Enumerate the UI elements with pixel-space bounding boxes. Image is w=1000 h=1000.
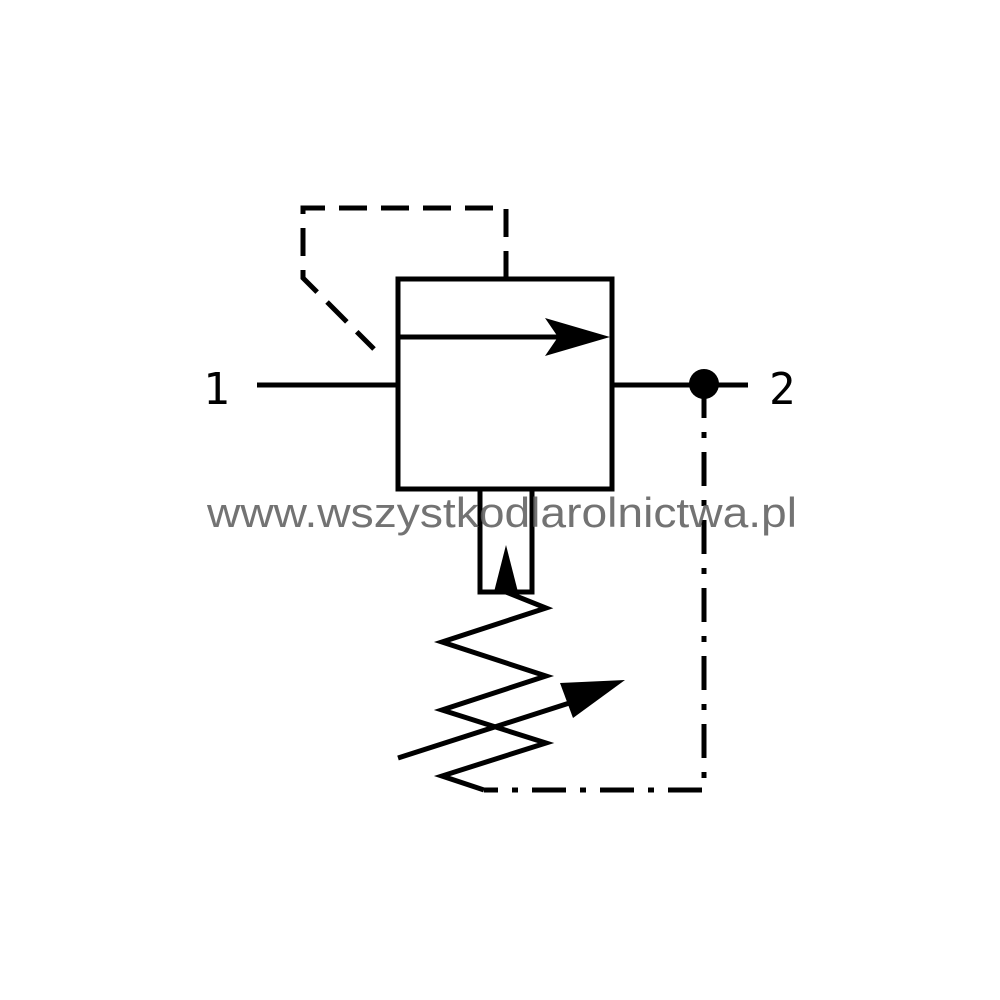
stem-arrow-head (494, 545, 518, 592)
drain-line-dashdot (484, 384, 707, 793)
adjust-arrow-head (560, 680, 625, 718)
spring-zigzag (433, 589, 555, 793)
port-1-label: 1 (203, 364, 230, 415)
port-2-label: 2 (769, 364, 796, 415)
watermark-text: www.wszystkodlarolnictwa.pl (206, 489, 797, 536)
flow-arrow-head (545, 318, 610, 356)
valve-body (395, 276, 615, 492)
adjust-arrow-shaft (397, 695, 586, 761)
pilot-line-dashed (300, 205, 509, 351)
